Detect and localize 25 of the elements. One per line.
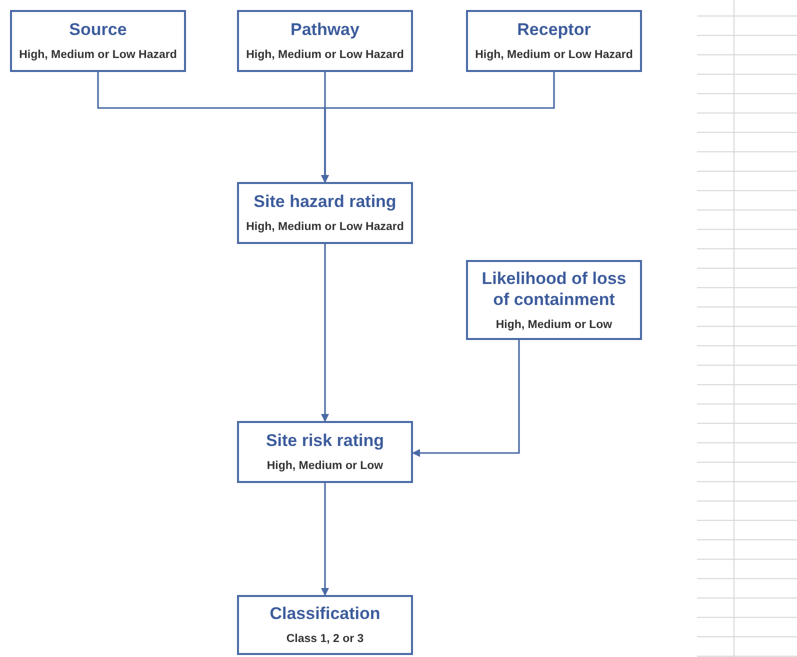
process-box: [237, 10, 413, 72]
box-subtitle: High, Medium or Low: [496, 318, 612, 332]
connector-arrow: [412, 340, 520, 457]
process-box: [466, 10, 642, 72]
box-title: Likelihood of loss of containment: [480, 268, 628, 310]
box-title: Site hazard rating: [254, 191, 396, 212]
box-title: Site risk rating: [266, 430, 384, 452]
connector-arrow: [321, 244, 329, 422]
process-box: [237, 182, 413, 244]
process-box: [237, 595, 413, 655]
box-title: Pathway: [290, 19, 360, 40]
box-subtitle: High, Medium or Low: [266, 459, 384, 474]
connector-arrow: [321, 483, 329, 596]
box-subtitle: High, Medium or Low Hazard: [475, 48, 633, 63]
process-box: [466, 260, 642, 340]
box-subtitle: High, Medium or Low Hazard: [19, 48, 177, 63]
box-title: Receptor: [517, 19, 591, 40]
box-title: Classification: [270, 603, 380, 624]
process-box: [237, 421, 413, 483]
process-box: [10, 10, 186, 72]
box-subtitle: High, Medium or Low Hazard: [246, 220, 404, 235]
box-title: Source: [69, 19, 127, 40]
connector-arrow: [321, 72, 555, 183]
box-subtitle: High, Medium or Low Hazard: [246, 48, 404, 63]
box-subtitle: Class 1, 2 or 3: [286, 632, 364, 647]
